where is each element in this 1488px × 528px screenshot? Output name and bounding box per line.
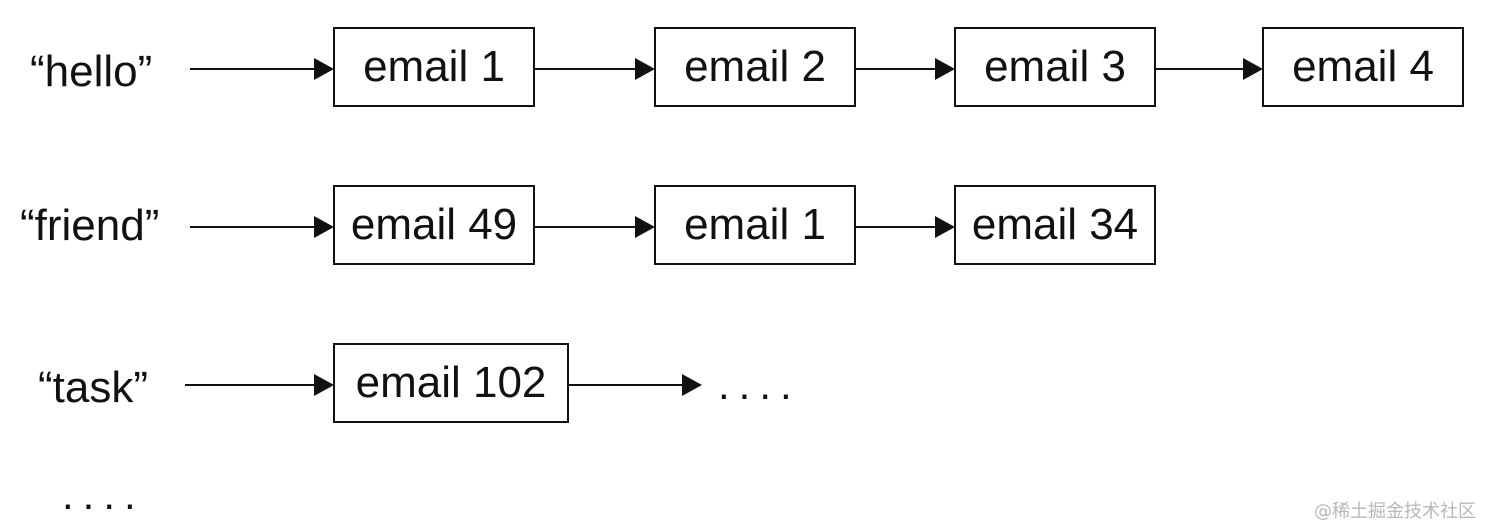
posting-email-1-friend: email 1 — [654, 185, 856, 265]
arrow-hello-to-email-1 — [190, 58, 334, 80]
term-hello: “hello” — [30, 47, 153, 96]
posting-label: email 1 — [363, 42, 505, 91]
arrow-email-3-to-email-4 — [1156, 58, 1263, 80]
posting-email-49: email 49 — [333, 185, 535, 265]
posting-label: email 2 — [684, 42, 826, 91]
more-terms-ellipsis: .... — [62, 471, 145, 518]
arrow-task-to-email-102 — [185, 374, 334, 396]
posting-label: email 34 — [971, 200, 1139, 249]
arrow-email-49-to-email-1 — [535, 216, 655, 238]
posting-label: email 49 — [350, 200, 518, 249]
arrow-email-1-to-email-34 — [856, 216, 955, 238]
term-friend: “friend” — [20, 201, 160, 250]
posting-label: email 4 — [1292, 42, 1434, 91]
watermark: @稀土掘金技术社区 — [1314, 501, 1476, 522]
arrow-email-2-to-email-3 — [856, 58, 955, 80]
arrow-email-102-to-continuation — [569, 374, 702, 396]
posting-email-3: email 3 — [954, 27, 1156, 107]
posting-label: email 102 — [355, 358, 547, 407]
posting-email-102: email 102 — [333, 343, 569, 423]
posting-email-1: email 1 — [333, 27, 535, 107]
arrow-friend-to-email-49 — [190, 216, 334, 238]
arrow-email-1-to-email-2 — [535, 58, 655, 80]
posting-email-34: email 34 — [954, 185, 1156, 265]
posting-email-2: email 2 — [654, 27, 856, 107]
posting-email-4: email 4 — [1262, 27, 1464, 107]
term-task: “task” — [38, 363, 148, 412]
posting-continuation-ellipsis: .... — [718, 361, 801, 408]
posting-label: email 3 — [984, 42, 1126, 91]
posting-label: email 1 — [684, 200, 826, 249]
